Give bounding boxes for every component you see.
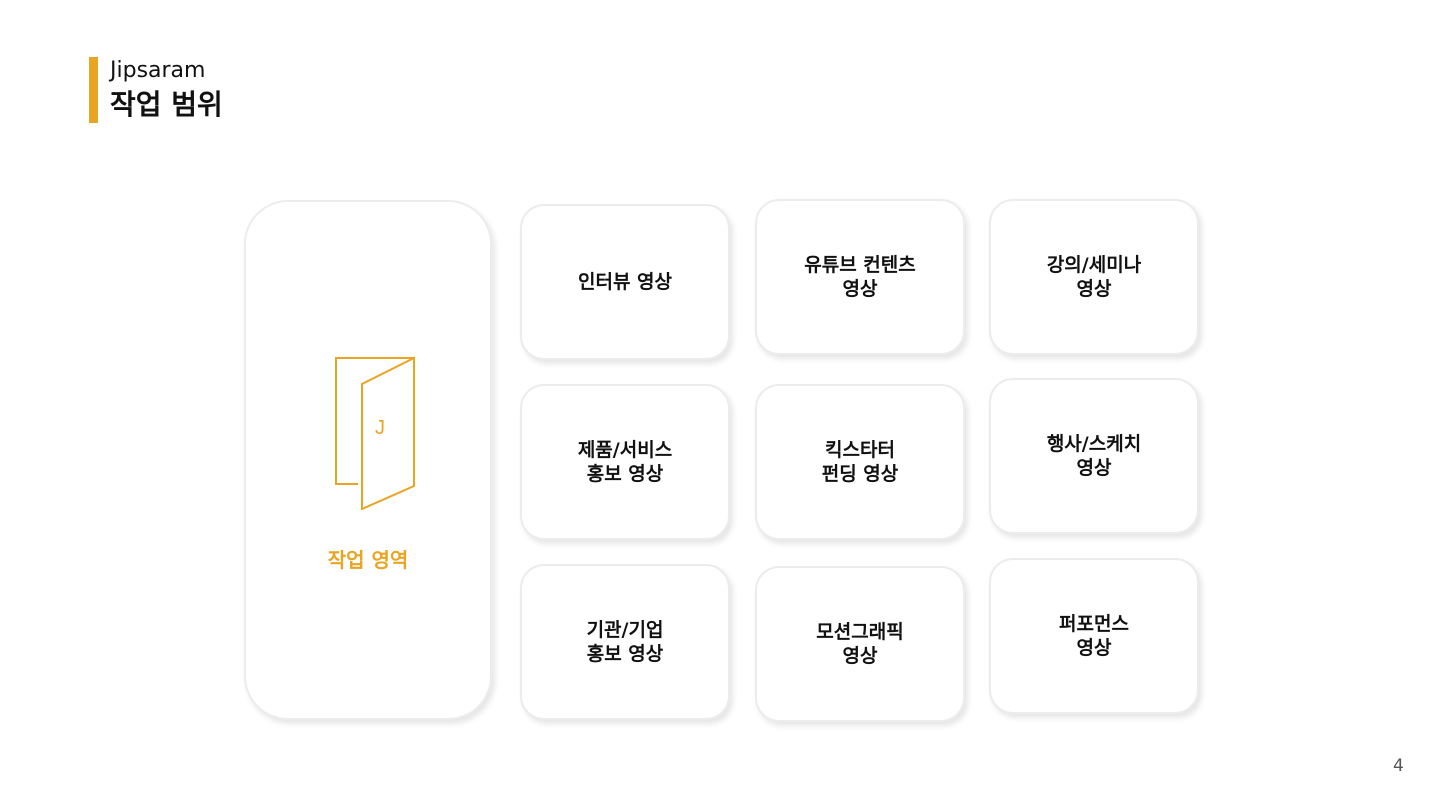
service-card-youtube: 유튜브 컨텐츠 영상 [755,199,965,355]
service-card-motion-graphics: 모션그래픽 영상 [755,566,965,722]
page-number: 4 [1393,756,1404,776]
service-label: 강의/세미나 영상 [1046,254,1142,300]
service-label: 유튜브 컨텐츠 영상 [804,254,916,300]
service-label: 인터뷰 영상 [577,271,672,293]
service-label: 모션그래픽 영상 [816,621,904,667]
service-card-performance: 퍼포먼스 영상 [989,558,1199,714]
service-card-interview: 인터뷰 영상 [520,204,730,360]
service-label: 행사/스케치 영상 [1046,433,1142,479]
door-icon: J [335,356,415,510]
page-title: 작업 범위 [110,88,223,121]
title-accent-bar [89,57,98,123]
service-label: 제품/서비스 홍보 영상 [577,439,673,485]
work-area-card: J 작업 영역 [244,200,492,720]
service-card-kickstarter: 킥스타터 펀딩 영상 [755,384,965,540]
service-label: 기관/기업 홍보 영상 [586,619,664,665]
service-label: 퍼포먼스 영상 [1059,613,1129,659]
service-card-event: 행사/스케치 영상 [989,378,1199,534]
service-card-product-promo: 제품/서비스 홍보 영상 [520,384,730,540]
service-label: 킥스타터 펀딩 영상 [821,439,899,485]
service-card-corporate-promo: 기관/기업 홍보 영상 [520,564,730,720]
brand-name: Jipsaram [110,58,206,83]
door-letter: J [375,417,385,439]
work-area-label: 작업 영역 [327,548,409,572]
service-card-lecture: 강의/세미나 영상 [989,199,1199,355]
